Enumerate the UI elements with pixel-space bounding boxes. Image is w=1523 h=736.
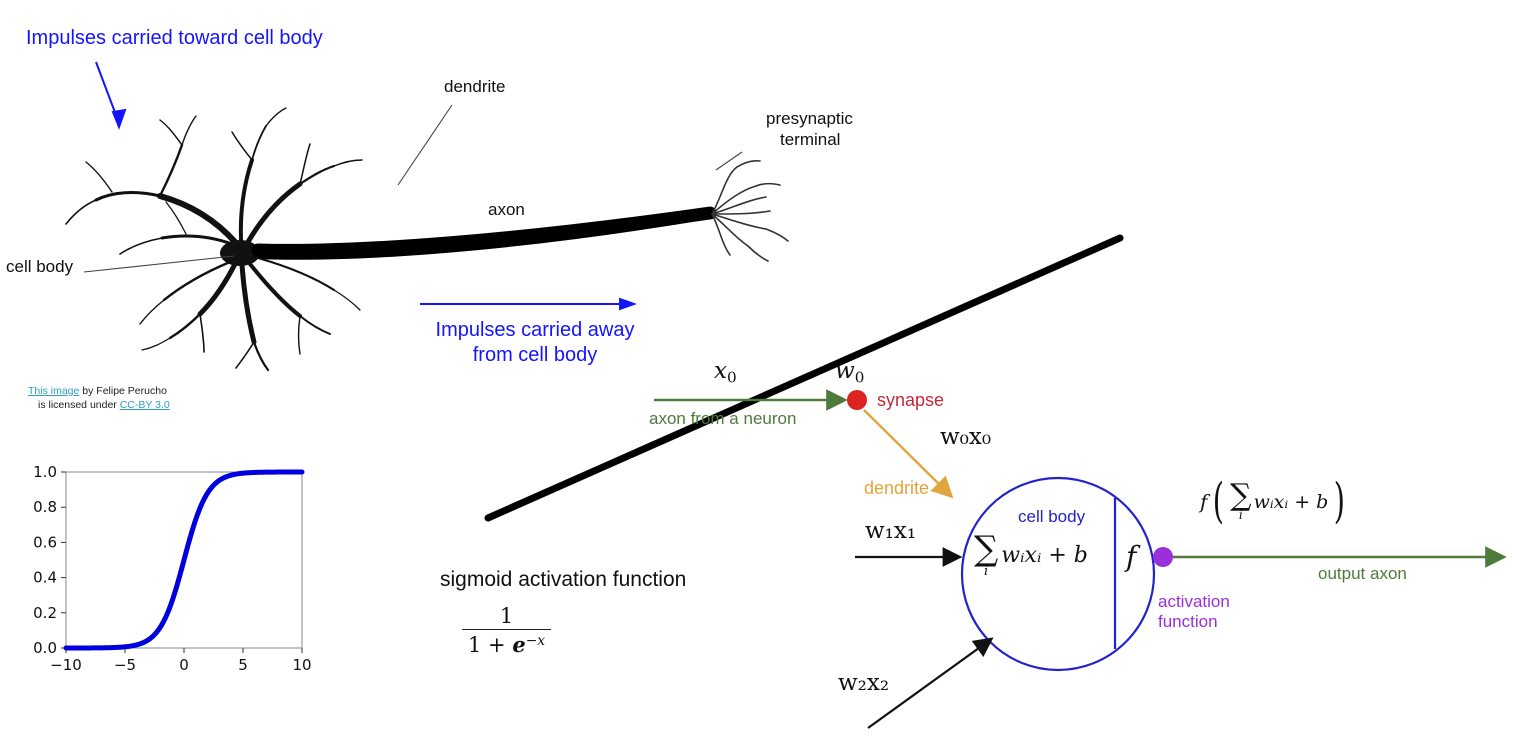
svg-text:0.4: 0.4	[33, 569, 57, 587]
w0-subscript: 0	[854, 368, 865, 387]
w0x0-label: w₀x₀	[940, 424, 992, 450]
attribution-license-prefix: is licensed under	[38, 399, 120, 412]
x0-label: x0	[714, 358, 737, 386]
sigmoid-plot: 0.0 0.2 0.4 0.6 0.8 1.0 −10 −5 0 5 10	[20, 460, 312, 692]
output-sum-body: wᵢxᵢ + b	[1253, 490, 1329, 513]
this-image-link[interactable]: This image	[28, 385, 80, 397]
impulses-away-line2: from cell body	[472, 344, 598, 366]
cell-body-label: cell body	[1018, 507, 1086, 526]
attribution-author: by Felipe Perucho	[79, 385, 167, 397]
x0-symbol: x	[714, 358, 727, 384]
activation-line2: function	[1158, 612, 1218, 632]
svg-text:10: 10	[292, 656, 311, 674]
diagonal-divider	[480, 230, 1130, 530]
artificial-neuron-figure: x0 w0 axon from a neuron synapse w₀x₀ de…	[640, 352, 1523, 736]
label-axon: axon	[488, 200, 525, 219]
synapse-label: synapse	[877, 390, 945, 410]
activation-dot	[1153, 547, 1173, 567]
cell-body-circle	[960, 476, 1156, 672]
x0-subscript: 0	[726, 368, 737, 387]
label-dendrite: dendrite	[444, 77, 506, 96]
impulses-toward-cell-body-label: Impulses carried toward cell body	[26, 27, 323, 49]
svg-text:5: 5	[238, 656, 248, 674]
denominator-e: e	[512, 632, 526, 657]
denominator-prefix: 1 +	[468, 633, 513, 657]
svg-text:0.6: 0.6	[33, 533, 57, 551]
attribution-line2: is licensed under CC-BY 3.0	[38, 398, 170, 412]
output-f: f	[1200, 489, 1208, 514]
image-attribution: This image by Felipe Perucho is licensed…	[28, 384, 170, 412]
label-presynaptic-line2: terminal	[780, 130, 841, 150]
impulses-toward-arrow	[95, 61, 127, 130]
diagonal-divider-svg	[484, 234, 1124, 522]
activation-line1: activation	[1158, 592, 1230, 611]
output-expression: f( ∑ i wᵢxᵢ + b)	[1200, 473, 1346, 530]
sigmoid-numerator: 1	[462, 604, 552, 630]
sigmoid-caption-group: sigmoid activation function 1 1 + e−x	[440, 568, 686, 657]
output-sigma: ∑	[1230, 478, 1252, 513]
sum-body: wᵢxᵢ + b	[1001, 543, 1088, 569]
activation-function-label: activation function	[1158, 592, 1230, 633]
w0-symbol: w	[835, 358, 855, 384]
impulses-away-text: Impulses carried away from cell body	[380, 318, 690, 368]
sigmoid-formula: 1 1 + e−x	[462, 604, 686, 657]
axon-from-neuron-label: axon from a neuron	[649, 409, 797, 428]
cc-license-link[interactable]: CC-BY 3.0	[119, 399, 170, 412]
denominator-exponent: −x	[525, 633, 546, 650]
sigmoid-plot-svg: 0.0 0.2 0.4 0.6 0.8 1.0 −10 −5 0 5 10	[33, 463, 311, 674]
cell-body-leader-line	[83, 255, 235, 273]
sigmoid-caption: sigmoid activation function	[440, 568, 687, 591]
w1x1-label: w₁x₁	[865, 518, 917, 544]
presynaptic-leader-line	[715, 151, 743, 171]
dendrite-label: dendrite	[864, 478, 930, 498]
f-symbol-in-cell: f	[1126, 540, 1137, 573]
sum-sigma: ∑	[974, 529, 999, 569]
label-presynaptic-terminal: presynaptic terminal	[766, 108, 853, 151]
svg-text:0.2: 0.2	[33, 604, 57, 622]
sum-expression: ∑ i wᵢxᵢ + b	[974, 529, 1088, 579]
impulses-away-arrow	[420, 297, 637, 311]
svg-text:0.0: 0.0	[33, 639, 57, 657]
sigmoid-denominator: 1 + e−x	[462, 630, 551, 657]
label-presynaptic-line1: presynaptic	[766, 109, 853, 128]
svg-text:0.8: 0.8	[33, 498, 57, 516]
svg-text:−5: −5	[114, 656, 136, 674]
w2x2-arrow	[867, 637, 994, 729]
neuron-drawing-svg	[65, 61, 789, 372]
output-sum-index: i	[1238, 508, 1243, 522]
sum-index: i	[984, 563, 989, 579]
impulses-away-group: Impulses carried away from cell body	[380, 290, 690, 368]
synapse-dot	[847, 390, 867, 410]
w2x2-label: w₂x₂	[838, 670, 890, 696]
biological-neuron-figure: dendrite presynaptic terminal axon cell …	[0, 0, 853, 420]
label-cell-body: cell body	[6, 257, 74, 276]
dendrite-arrow	[863, 409, 954, 499]
svg-text:1.0: 1.0	[33, 463, 57, 481]
artificial-neuron-svg	[654, 389, 1507, 729]
svg-text:0: 0	[179, 656, 189, 674]
output-axon-label: output axon	[1318, 564, 1407, 583]
dendrite-leader-line	[397, 104, 453, 186]
sigmoid-fraction: 1 1 + e−x	[462, 604, 552, 657]
w0-label: w0	[835, 358, 864, 386]
impulses-away-line1: Impulses carried away	[435, 319, 635, 341]
svg-text:−10: −10	[50, 656, 82, 674]
attribution-line1: This image by Felipe Perucho	[28, 384, 170, 398]
